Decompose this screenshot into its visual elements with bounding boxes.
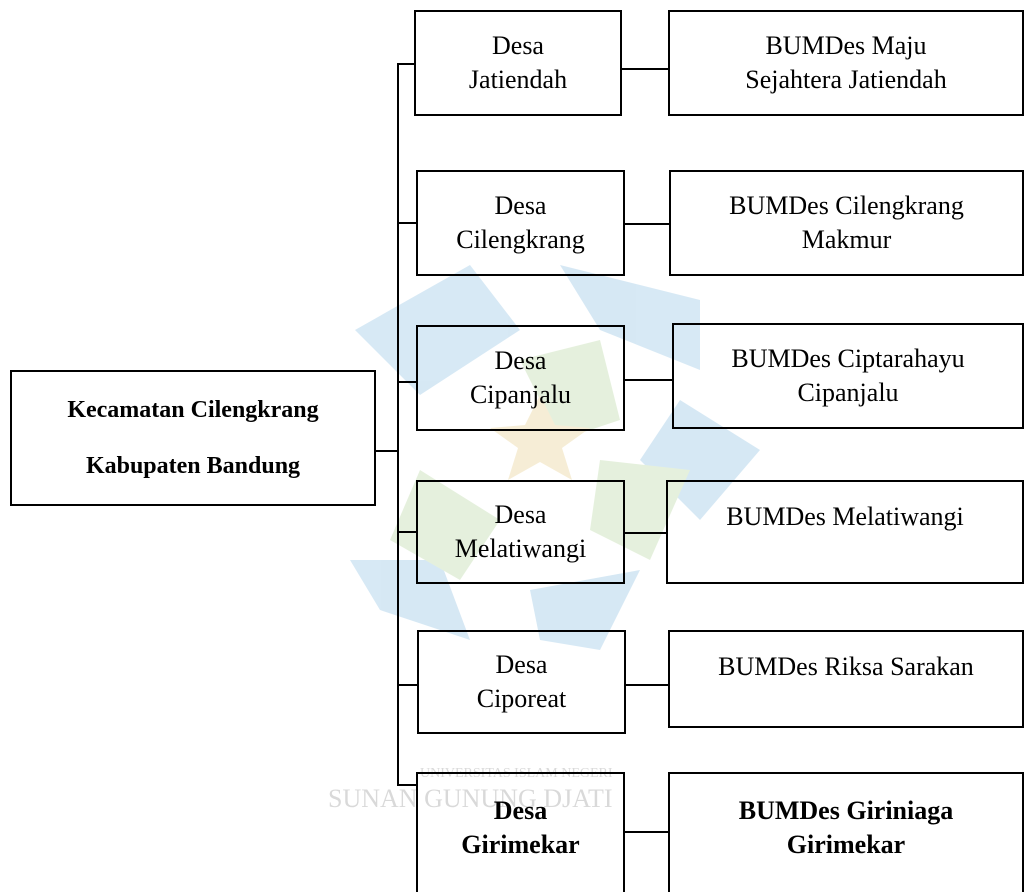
desa-box-girimekar: Desa Girimekar [416,772,625,892]
bumdes-line-1: BUMDes Maju [765,31,927,60]
bumdes-line-1: BUMDes Cilengkrang [729,191,964,220]
desa-box-cipanjalu: Desa Cipanjalu [416,325,625,431]
desa-name: Melatiwangi [454,534,587,563]
desa-bumdes-connector-2 [623,223,671,225]
branch-connector-3 [397,381,418,383]
bumdes-line-1: BUMDes Riksa Sarakan [718,652,974,681]
trunk-line [397,63,399,786]
desa-bumdes-connector-4 [623,532,668,534]
bumdes-box-riksa-sarakan: BUMDes Riksa Sarakan [668,630,1024,728]
root-connector [374,450,398,452]
desa-name: Jatiendah [468,65,568,94]
branch-connector-1 [397,63,416,65]
bumdes-line-2: Sejahtera Jatiendah [745,65,947,94]
desa-bumdes-connector-6 [624,831,670,833]
desa-name: Girimekar [461,830,580,859]
bumdes-box-maju-sejahtera-jatiendah: BUMDes Maju Sejahtera Jatiendah [668,10,1024,116]
branch-connector-2 [397,222,418,224]
desa-label: Desa [492,31,544,60]
root-box-kecamatan: Kecamatan Cilengkrang Kabupaten Bandung [10,370,376,506]
desa-name: Ciporeat [476,684,567,713]
bumdes-line-1: BUMDes Ciptarahayu [731,344,965,373]
bumdes-box-melatiwangi: BUMDes Melatiwangi [666,480,1024,584]
desa-bumdes-connector-3 [623,379,674,381]
desa-box-cilengkrang: Desa Cilengkrang [416,170,625,276]
bumdes-box-giriniaga-girimekar: BUMDes Giriniaga Girimekar [668,772,1024,892]
root-line-2: Kabupaten Bandung [85,453,301,479]
desa-label: Desa [493,796,548,825]
desa-label: Desa [494,191,547,220]
desa-name: Cipanjalu [469,380,572,409]
bumdes-line-2: Girimekar [786,830,906,859]
desa-box-melatiwangi: Desa Melatiwangi [416,480,625,584]
desa-label: Desa [494,500,547,529]
bumdes-line-1: BUMDes Melatiwangi [726,502,964,531]
branch-connector-4 [397,531,418,533]
bumdes-box-cilengkrang-makmur: BUMDes Cilengkrang Makmur [669,170,1024,276]
branch-connector-6 [397,784,418,786]
desa-label: Desa [495,650,548,679]
desa-box-jatiendah: Desa Jatiendah [414,10,622,116]
bumdes-box-ciptarahayu-cipanjalu: BUMDes Ciptarahayu Cipanjalu [672,323,1024,429]
bumdes-line-1: BUMDes Giriniaga [738,796,954,825]
desa-name: Cilengkrang [456,225,585,254]
bumdes-line-2: Makmur [801,225,892,254]
root-line-1: Kecamatan Cilengkrang [67,397,319,423]
desa-bumdes-connector-5 [624,684,670,686]
desa-bumdes-connector-1 [620,68,670,70]
branch-connector-5 [397,684,418,686]
desa-label: Desa [494,346,547,375]
bumdes-line-2: Cipanjalu [797,378,899,407]
desa-box-ciporeat: Desa Ciporeat [417,630,626,734]
